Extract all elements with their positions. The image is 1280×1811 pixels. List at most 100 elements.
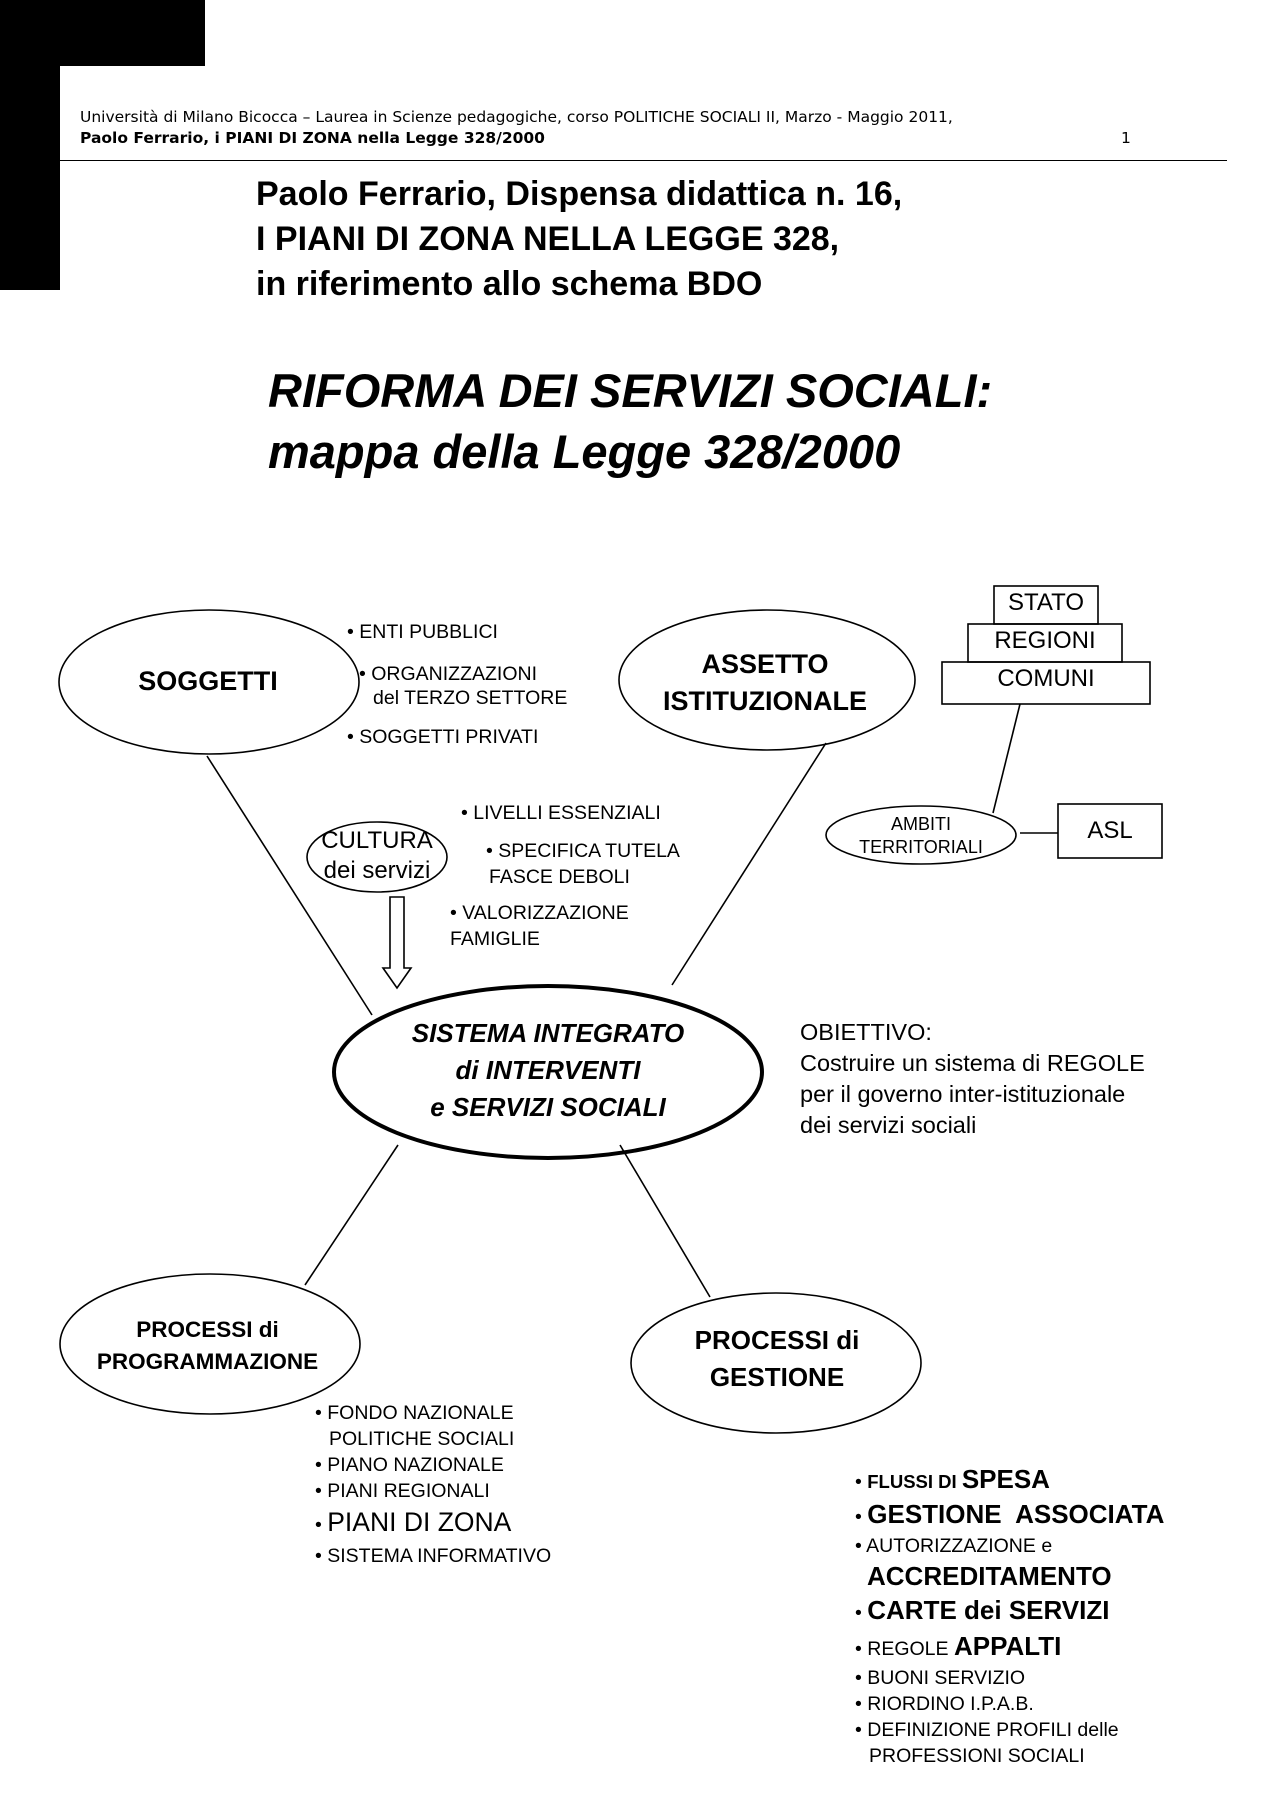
connector-gestione-sistema xyxy=(619,1144,711,1298)
sistema-label-line-1: SISTEMA INTEGRATO xyxy=(411,1018,685,1048)
programmazione-list: • FONDO NAZIONALE POLITICHE SOCIALI • PI… xyxy=(315,1400,551,1569)
ambiti-territoriali-node xyxy=(825,805,1017,865)
list-item: • VALORIZZAZIONE FAMIGLIE xyxy=(450,900,650,952)
piani-di-zona-highlight: PIANI DI ZONA xyxy=(327,1507,512,1537)
cultura-label-line-1: CULTURA xyxy=(321,827,433,854)
list-item: • PIANI REGIONALI xyxy=(315,1480,490,1502)
objective-label: OBIETTIVO: xyxy=(800,1019,932,1045)
ambiti-label-line-1: AMBITI xyxy=(890,814,951,834)
bullet: • xyxy=(855,1471,868,1493)
list-item-line: • SPECIFICA TUTELA xyxy=(486,840,680,862)
connector-programmazione-sistema xyxy=(304,1144,399,1286)
list-item: • RIORDINO I.P.A.B. xyxy=(855,1693,1034,1715)
soggetti-label: SOGGETTI xyxy=(138,666,278,696)
document-title: Paolo Ferrario, Dispensa didattica n. 16… xyxy=(256,172,902,307)
assetto-label-line-1: ASSETTO xyxy=(701,649,829,679)
list-item-emphasis: ACCREDITAMENTO xyxy=(867,1561,1112,1591)
connector-comuni-ambiti xyxy=(992,703,1021,814)
list-item: • BUONI SERVIZIO xyxy=(855,1667,1026,1689)
list-item-emphasis: CARTE dei SERVIZI xyxy=(867,1595,1110,1625)
gestione-label-line-2: GESTIONE xyxy=(709,1362,845,1392)
bullet: • xyxy=(855,1506,868,1528)
list-item: • CARTE dei SERVIZI xyxy=(855,1593,1164,1630)
list-item-line: • ORGANIZZAZIONI xyxy=(359,663,537,685)
connector-assetto-sistema xyxy=(671,742,827,986)
list-item-line: • VALORIZZAZIONE xyxy=(450,902,629,924)
list-item-line: PROFESSIONI SOCIALI xyxy=(869,1745,1085,1767)
list-item: • PIANI DI ZONA xyxy=(315,1504,551,1543)
list-item-line: POLITICHE SOCIALI xyxy=(329,1428,515,1450)
assetto-istituzionale-node xyxy=(618,609,916,751)
ambiti-label: AMBITI TERRITORIALI xyxy=(826,813,1016,859)
title-line-2: I PIANI DI ZONA NELLA LEGGE 328, xyxy=(256,220,840,258)
list-item: • PIANO NAZIONALE xyxy=(315,1454,504,1476)
title-line-1: Paolo Ferrario, Dispensa didattica n. 16… xyxy=(256,175,903,213)
list-item-small: • REGOLE xyxy=(855,1638,954,1660)
objective-line-3: dei servizi sociali xyxy=(800,1112,977,1138)
processi-programmazione-node xyxy=(59,1273,361,1415)
objective-text: OBIETTIVO: Costruire un sistema di REGOL… xyxy=(800,1017,1145,1141)
bullet: • xyxy=(855,1602,868,1624)
soggetti-list: • ENTI PUBBLICI • ORGANIZZAZIONI del TER… xyxy=(347,620,567,767)
title-line-3: in riferimento allo schema BDO xyxy=(256,265,763,303)
assetto-label: ASSETTO ISTITUZIONALE xyxy=(620,646,910,720)
list-item: • FONDO NAZIONALE POLITICHE SOCIALI xyxy=(315,1400,551,1452)
stato-label: STATO xyxy=(1007,589,1084,616)
list-item-small: FLUSSI DI xyxy=(867,1471,962,1492)
processi-gestione-node xyxy=(630,1292,922,1434)
soggetti-node xyxy=(58,609,360,755)
map-title-line-2: mappa della Legge 328/2000 xyxy=(268,425,901,478)
black-side-bar xyxy=(0,66,60,290)
programmazione-label: PROCESSI di PROGRAMMAZIONE xyxy=(60,1314,355,1378)
black-corner-block xyxy=(0,0,205,66)
programmazione-label-line-1: PROCESSI di xyxy=(136,1317,279,1342)
sistema-label: SISTEMA INTEGRATO di INTERVENTI e SERVIZ… xyxy=(333,1015,763,1126)
list-item: • SPECIFICA TUTELA FASCE DEBOLI xyxy=(486,838,686,890)
header-author-line: Paolo Ferrario, i PIANI DI ZONA nella Le… xyxy=(80,129,545,147)
list-item: • FLUSSI DI SPESA xyxy=(855,1463,1164,1498)
cultura-arrow xyxy=(381,896,413,990)
header-course-line: Università di Milano Bicocca – Laurea in… xyxy=(80,108,953,126)
gestione-label: PROCESSI di GESTIONE xyxy=(632,1322,922,1396)
list-item-emphasis: APPALTI xyxy=(953,1631,1062,1661)
list-item-line: • DEFINIZIONE PROFILI delle xyxy=(855,1719,1119,1741)
sistema-label-line-2: di INTERVENTI xyxy=(455,1055,641,1085)
objective-line-1: Costruire un sistema di REGOLE xyxy=(800,1050,1145,1076)
cultura-node xyxy=(306,821,448,893)
sistema-integrato-node xyxy=(332,984,764,1160)
comuni-box xyxy=(941,661,1151,705)
programmazione-label-line-2: PROGRAMMAZIONE xyxy=(96,1349,319,1374)
list-item-line: • AUTORIZZAZIONE e xyxy=(855,1535,1053,1557)
list-item-line: del TERZO SETTORE xyxy=(373,687,568,709)
asl-box xyxy=(1057,803,1163,859)
list-item: • ORGANIZZAZIONI del TERZO SETTORE xyxy=(347,662,567,725)
list-item: • SOGGETTI PRIVATI xyxy=(347,726,539,748)
page-number: 1 xyxy=(1121,129,1131,147)
gestione-list: • FLUSSI DI SPESA • GESTIONE ASSOCIATA •… xyxy=(855,1463,1164,1769)
gestione-label-line-1: PROCESSI di xyxy=(694,1325,860,1355)
assetto-label-line-2: ISTITUZIONALE xyxy=(663,686,867,716)
asl-label: ASL xyxy=(1087,817,1133,844)
list-item-line: FASCE DEBOLI xyxy=(489,866,630,888)
comuni-label: COMUNI xyxy=(997,665,1095,692)
list-item-emphasis: SPESA xyxy=(961,1464,1050,1494)
list-item: • AUTORIZZAZIONE e ACCREDITAMENTO xyxy=(855,1533,1164,1593)
list-item-emphasis: GESTIONE ASSOCIATA xyxy=(867,1499,1165,1529)
list-item: • GESTIONE ASSOCIATA xyxy=(855,1498,1164,1533)
regioni-label: REGIONI xyxy=(994,627,1096,654)
list-item: • DEFINIZIONE PROFILI delle PROFESSIONI … xyxy=(855,1717,1164,1769)
cultura-label: CULTURA dei servizi xyxy=(307,826,447,886)
bullet: • xyxy=(315,1514,328,1536)
map-title-line-1: RIFORMA DEI SERVIZI SOCIALI: xyxy=(268,364,993,417)
ambiti-label-line-2: TERRITORIALI xyxy=(859,837,983,857)
list-item-line: • FONDO NAZIONALE xyxy=(315,1402,514,1424)
list-item: • SISTEMA INFORMATIVO xyxy=(315,1545,552,1567)
map-title: RIFORMA DEI SERVIZI SOCIALI: mappa della… xyxy=(268,360,992,482)
list-item: • LIVELLI ESSENZIALI xyxy=(461,802,661,824)
list-item: • REGOLE APPALTI xyxy=(855,1630,1164,1665)
header-divider xyxy=(60,160,1227,161)
cultura-list: • LIVELLI ESSENZIALI • SPECIFICA TUTELA … xyxy=(450,800,680,952)
list-item: • ENTI PUBBLICI xyxy=(347,621,498,643)
cultura-label-line-2: dei servizi xyxy=(323,857,431,884)
